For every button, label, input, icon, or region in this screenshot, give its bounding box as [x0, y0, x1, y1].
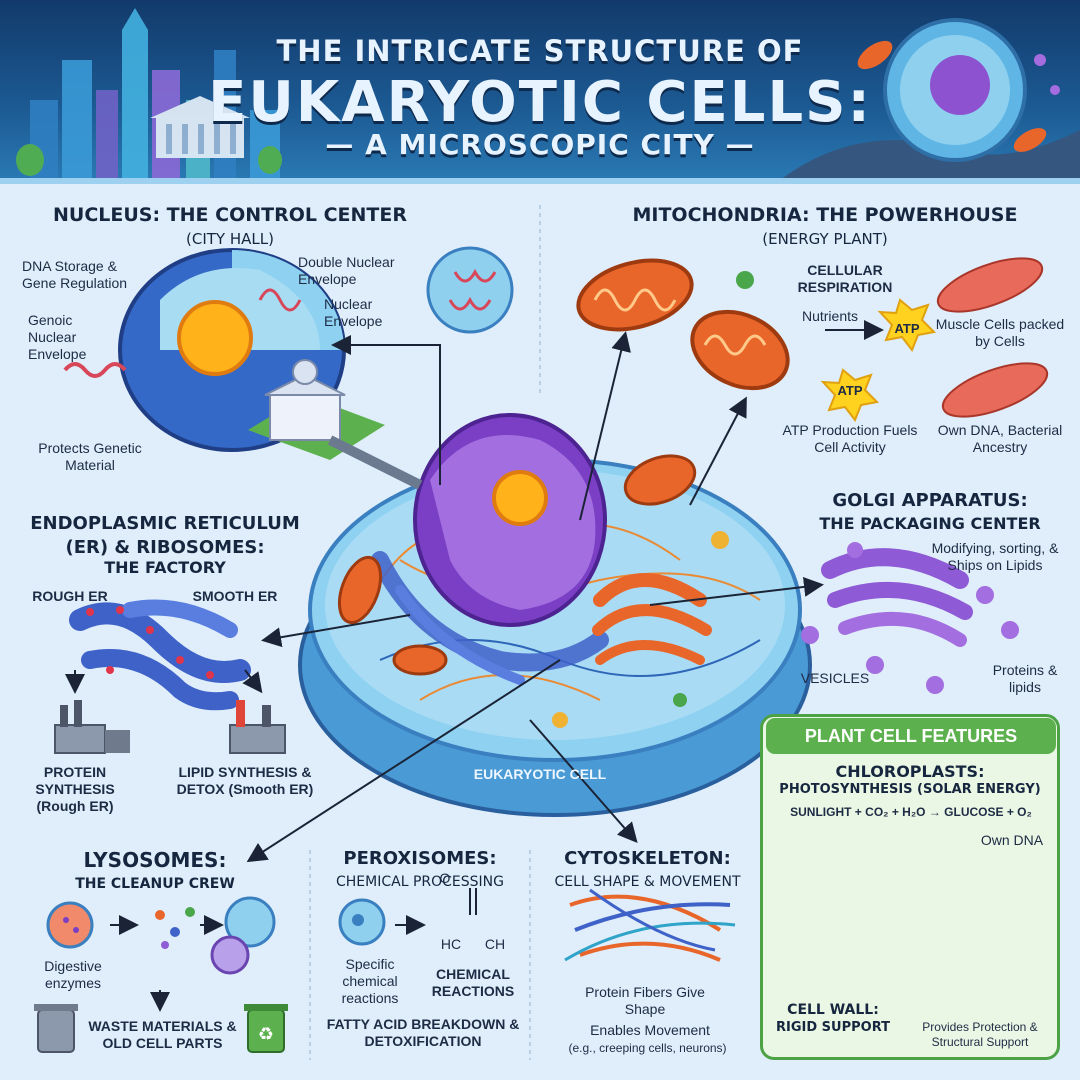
waste-materials-label: WASTE MATERIALS & OLD CELL PARTS — [88, 1018, 237, 1051]
plant-own-dna-label: Own DNA — [980, 832, 1044, 848]
plant-cell-heading: PLANT CELL FEATURES — [766, 718, 1056, 754]
factory-icon — [54, 700, 286, 754]
lysosomes-subheading: THE CLEANUP CREW — [75, 876, 235, 892]
header-banner: THE INTRICATE STRUCTURE OF EUKARYOTIC CE… — [0, 0, 1080, 180]
specific-reactions-label: Specific chemical reactions — [341, 956, 399, 1006]
enables-movement-label: Enables Movement — [590, 1022, 710, 1038]
golgi-subheading: THE PACKAGING CENTER — [819, 514, 1041, 533]
cytoskeleton-detail — [564, 888, 736, 962]
muscle-label: Muscle Cells packed by Cells — [935, 316, 1065, 349]
title-line-2: EUKARYOTIC CELLS: — [208, 70, 872, 135]
own-dna-label: Own DNA, Bacterial Ancestry — [937, 422, 1063, 455]
city-hall-icon — [248, 359, 423, 490]
atp-production-label: ATP Production Fuels Cell Activity — [782, 422, 918, 455]
peroxisomes-detail — [338, 888, 477, 946]
svg-text:♻: ♻ — [258, 1024, 274, 1045]
mitochondria-detail — [576, 257, 1049, 423]
atp-label-1: ATP — [894, 321, 920, 336]
formula-ch: CH — [484, 936, 506, 952]
cytoskeleton-subheading: CELL SHAPE & MOVEMENT — [554, 874, 741, 890]
formula-o: O — [439, 870, 451, 886]
dna-icon — [63, 362, 127, 378]
city-skyline-icon — [16, 8, 1080, 180]
rigid-support-label: RIGID SUPPORT — [776, 1020, 890, 1035]
golgi-detail — [801, 542, 1019, 694]
header-divider — [0, 178, 1080, 184]
er-subheading: THE FACTORY — [104, 558, 226, 577]
er-detail — [54, 599, 286, 754]
rough-er-label: ROUGH ER — [32, 588, 108, 604]
cell-wall-heading: CELL WALL: — [787, 1002, 879, 1018]
nucleus-label-protects: Protects Genetic Material — [38, 440, 142, 473]
vesicles-label: VESICLES — [800, 670, 870, 686]
respiration-label: CELLULAR RESPIRATION — [797, 262, 893, 295]
golgi-heading: GOLGI APPARATUS: — [832, 490, 1028, 511]
nucleus-heading: NUCLEUS: THE CONTROL CENTER — [53, 204, 407, 226]
smooth-er-label: SMOOTH ER — [192, 588, 278, 604]
nucleus-subheading: (CITY HALL) — [186, 230, 274, 248]
nucleus-detail — [63, 246, 514, 490]
eukaryotic-cell-label: EUKARYOTIC CELL — [473, 766, 607, 782]
plant-cell-panel — [760, 714, 1060, 1060]
mitochondria-subheading: (ENERGY PLANT) — [762, 230, 888, 248]
title-line-3: — A MICROSCOPIC CITY — — [325, 128, 755, 161]
cytoskeleton-examples-label: (e.g., creeping cells, neurons) — [568, 1041, 727, 1055]
protein-synthesis-label: PROTEIN SYNTHESIS (Rough ER) — [35, 764, 115, 814]
connector-arrows — [246, 331, 824, 863]
chemical-reactions-label: CHEMICAL REACTIONS — [431, 966, 515, 999]
lysosomes-heading: LYSOSOMES: — [83, 848, 227, 872]
protein-fibers-label: Protein Fibers Give Shape — [585, 984, 705, 1017]
recycle-bin-icon: ♻ — [244, 1004, 288, 1053]
peroxisomes-subheading: CHEMICAL PROCESSING — [336, 874, 504, 890]
nucleus-label-genoic: Genoic Nuclear Envelope — [28, 312, 87, 362]
formula-hc: HC — [440, 936, 462, 952]
mitochondria-heading: MITOCHONDRIA: THE POWERHOUSE — [632, 204, 1018, 226]
nucleus-label-dna: DNA Storage & Gene Regulation — [22, 258, 128, 291]
peroxisomes-heading: PEROXISOMES: — [343, 848, 497, 869]
title-line-1: THE INTRICATE STRUCTURE OF — [276, 34, 804, 68]
atp-label-2: ATP — [837, 383, 863, 398]
nucleus-label-double: Double Nuclear Envelope — [298, 254, 395, 287]
eukaryotic-cell — [298, 413, 812, 817]
nucleus-label-envelope: Nuclear Envelope — [324, 296, 383, 329]
proteins-lipids-label: Proteins & lipids — [992, 662, 1058, 695]
trash-can-icon — [34, 1004, 78, 1053]
muscle-icon — [936, 257, 1044, 313]
cytoskeleton-heading: CYTOSKELETON: — [564, 848, 731, 869]
digestive-enzymes-label: Digestive enzymes — [44, 958, 102, 991]
lysosomes-detail: ♻ — [34, 896, 288, 1053]
protection-label: Provides Protection & Structural Support — [922, 1020, 1038, 1049]
fatty-acid-label: FATTY ACID BREAKDOWN & DETOXIFICATION — [326, 1016, 520, 1049]
atp-burst-icon — [877, 298, 937, 353]
lipid-synthesis-label: LIPID SYNTHESIS & DETOX (Smooth ER) — [176, 764, 314, 797]
photosynthesis-equation: SUNLIGHT + CO₂ + H₂O → GLUCOSE + O₂ — [790, 805, 1032, 819]
golgi-modifying-label: Modifying, sorting, & Ships on Lipids — [931, 540, 1059, 573]
nutrients-label: Nutrients — [801, 308, 859, 324]
chloroplasts-heading: CHLOROPLASTS: — [835, 762, 985, 781]
photosynthesis-label: PHOTOSYNTHESIS (SOLAR ENERGY) — [779, 782, 1041, 797]
er-heading: ENDOPLASMIC RETICULUM (ER) & RIBOSOMES: — [30, 513, 300, 558]
